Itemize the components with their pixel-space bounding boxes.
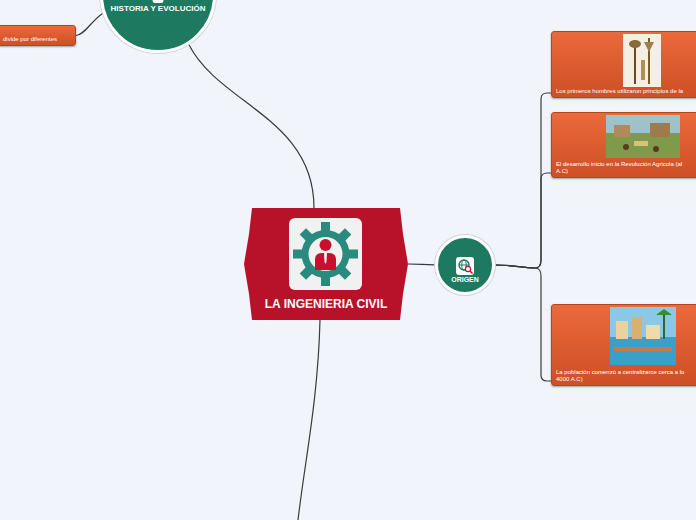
connector [189, 44, 314, 208]
topic-circle: HISTORIA Y EVOLUCIÓN [100, 0, 216, 53]
connector [76, 13, 103, 35]
topic-label: HISTORIA Y EVOLUCIÓN [111, 4, 206, 13]
title-node: LA INGENIERIA CIVIL [244, 208, 408, 320]
connector [408, 263, 435, 265]
connector [495, 93, 551, 268]
branch-line [298, 320, 320, 520]
content-box: El desarrollo inicio en la Revolución Ag… [551, 112, 696, 178]
box-illustration [623, 34, 661, 87]
topic-label: ORIGEN [451, 276, 479, 283]
title-text: LA INGENIERIA CIVIL [265, 297, 387, 311]
topic-icon [456, 257, 474, 275]
box-text: Los primeros hombres utilizaron principi… [556, 88, 692, 95]
connector [495, 265, 551, 381]
box-text: divide por diferentes [3, 36, 67, 43]
box-text: El desarrollo inicio en la Revolución Ag… [556, 161, 692, 175]
content-box: divide por diferentes [0, 25, 76, 46]
content-box: Los primeros hombres utilizaron principi… [551, 31, 696, 98]
box-illustration [610, 307, 676, 365]
topic-circle: ORIGEN [435, 235, 495, 295]
box-illustration [606, 115, 680, 158]
topic-icon [147, 0, 169, 3]
box-text: La población comenzó a centralizarce cer… [556, 369, 692, 383]
connector [495, 173, 551, 268]
content-box: La población comenzó a centralizarce cer… [551, 304, 696, 386]
